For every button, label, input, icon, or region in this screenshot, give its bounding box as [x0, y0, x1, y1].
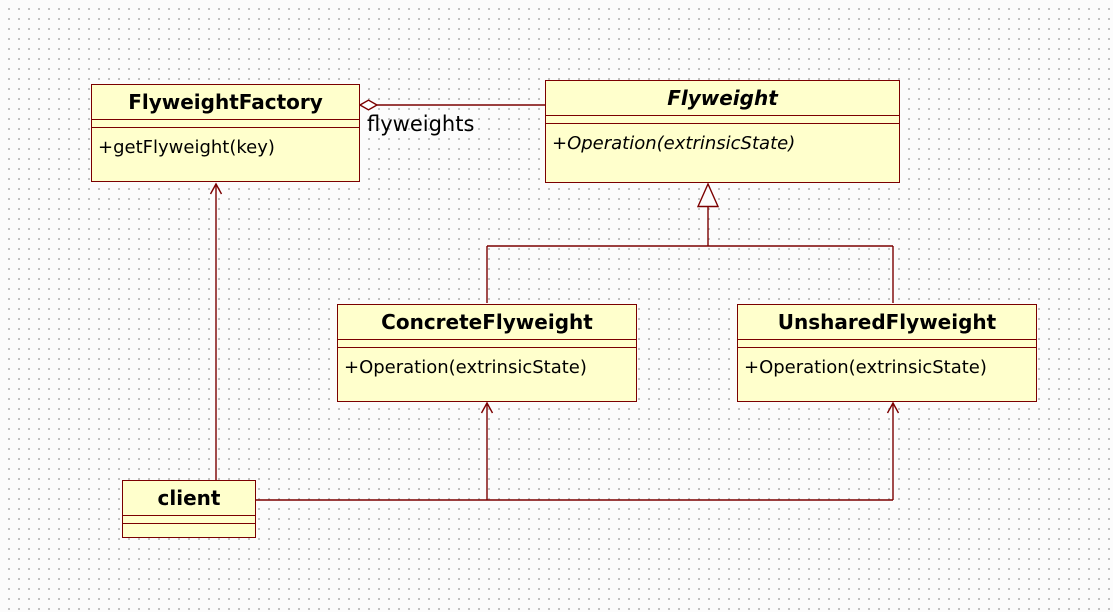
arrowhead-icon	[480, 401, 494, 414]
method-label: +Operation(extrinsicState)	[744, 357, 987, 378]
client-unshared-arrow[interactable]	[886, 401, 900, 500]
methods-compartment: +Operation(extrinsicState)	[738, 348, 1036, 401]
attributes-compartment	[338, 340, 636, 348]
attributes-compartment	[123, 516, 255, 524]
attributes-compartment	[738, 340, 1036, 348]
attributes-compartment	[92, 120, 359, 128]
client-concrete-arrow[interactable]	[480, 401, 494, 500]
methods-compartment	[123, 524, 255, 537]
client-factory-arrow[interactable]	[209, 182, 223, 480]
class-title: Flyweight	[546, 81, 899, 116]
method-label: +Operation(extrinsicState)	[344, 357, 587, 378]
generalization-triangle-icon	[696, 182, 720, 208]
attributes-compartment	[546, 116, 899, 124]
class-title: FlyweightFactory	[92, 85, 359, 120]
class-client[interactable]: client	[122, 480, 256, 538]
methods-compartment: +getFlyweight(key)	[92, 128, 359, 181]
class-flyweight[interactable]: Flyweight +Operation(extrinsicState)	[545, 80, 900, 183]
aggregation-connector[interactable]	[358, 99, 545, 111]
class-title: UnsharedFlyweight	[738, 305, 1036, 340]
method-label: +getFlyweight(key)	[98, 137, 275, 158]
methods-compartment: +Operation(extrinsicState)	[546, 124, 899, 182]
method-label: +Operation(extrinsicState)	[552, 133, 796, 154]
arrowhead-icon	[886, 401, 900, 414]
class-title: client	[123, 481, 255, 516]
class-unshared-flyweight[interactable]: UnsharedFlyweight +Operation(extrinsicSt…	[737, 304, 1037, 402]
methods-compartment: +Operation(extrinsicState)	[338, 348, 636, 401]
association-label-flyweights: flyweights	[367, 112, 475, 136]
class-title: ConcreteFlyweight	[338, 305, 636, 340]
arrowhead-icon	[209, 182, 223, 195]
aggregation-diamond-icon	[358, 99, 379, 111]
class-concrete-flyweight[interactable]: ConcreteFlyweight +Operation(extrinsicSt…	[337, 304, 637, 402]
generalization-connector[interactable]	[486, 182, 894, 303]
class-flyweight-factory[interactable]: FlyweightFactory +getFlyweight(key)	[91, 84, 360, 182]
